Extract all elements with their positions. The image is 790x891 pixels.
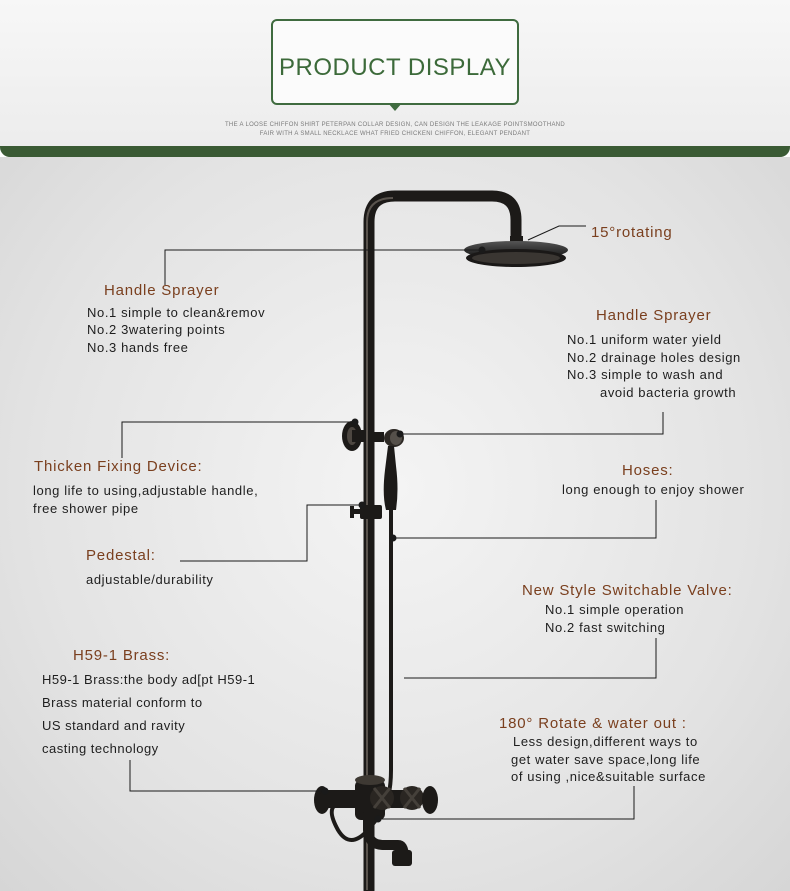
- rotate-line: Less design,different ways to: [513, 734, 698, 749]
- handle-sprayer-right-line: No.1 uniform water yield: [567, 332, 722, 347]
- handle-sprayer-right-line: No.2 drainage holes design: [567, 350, 741, 365]
- hoses-title: Hoses:: [622, 462, 674, 479]
- handle-sprayer-left-line: No.1 simple to clean&remov: [87, 305, 266, 320]
- leader-pedestal: [180, 504, 362, 562]
- rotate-title: 180° Rotate & water out :: [499, 715, 687, 732]
- brass-line: H59-1 Brass:the body ad[pt H59-1: [42, 672, 256, 687]
- fixing-device-line: long life to using,adjustable handle,: [33, 483, 259, 498]
- pedestal-slider: [350, 505, 382, 519]
- valve-title: New Style Switchable Valve:: [522, 582, 733, 599]
- brass-title: H59-1 Brass:: [73, 647, 171, 664]
- leader-rotate: [378, 786, 635, 820]
- subtitle-line-1: THE A LOOSE CHIFFON SHIRT PETERPAN COLLA…: [224, 122, 566, 128]
- brass-line: US standard and ravity: [42, 718, 186, 733]
- title-box: PRODUCT DISPLAY: [271, 19, 519, 105]
- title-pointer: [388, 103, 402, 111]
- handle-sprayer-left-line: No.2 3watering points: [87, 322, 226, 337]
- leader-hoses: [393, 500, 657, 539]
- leader-valve: [404, 638, 657, 679]
- rotate-line: of using ,nice&suitable surface: [511, 769, 706, 784]
- rotate-line: get water save space,long life: [511, 752, 701, 767]
- wall-fixing-bracket: [342, 421, 366, 451]
- rain-shower-head: [464, 236, 568, 267]
- fixing-device-line: free shower pipe: [33, 501, 139, 516]
- header-divider-bar: [0, 146, 790, 157]
- handle-sprayer-right-line: avoid bacteria growth: [600, 385, 737, 400]
- leader-handle-right: [400, 412, 664, 435]
- tub-spout: [363, 810, 412, 866]
- page-title: PRODUCT DISPLAY: [279, 54, 511, 81]
- leader-handle-left: [164, 249, 482, 285]
- rotating-label: 15°rotating: [591, 224, 673, 241]
- leader-rotating: [527, 225, 586, 241]
- handle-sprayer-left-line: No.3 hands free: [87, 340, 189, 355]
- handle-sprayer-left-title: Handle Sprayer: [104, 282, 220, 299]
- mixer-valve: [314, 775, 438, 820]
- callout-dots: [321, 246, 486, 823]
- subtitle-line-2: FAIR WITH A SMALL NECKLACE WHAT FRIED CH…: [259, 131, 531, 137]
- pedestal-line: adjustable/durability: [86, 572, 214, 587]
- leader-fixing: [121, 421, 355, 458]
- callout-lines: [121, 225, 664, 820]
- handle-sprayer-right-line: No.3 simple to wash and: [567, 367, 724, 382]
- hoses-line: long enough to enjoy shower: [562, 482, 745, 497]
- handle-sprayer-right-title: Handle Sprayer: [596, 307, 712, 324]
- pedestal-title: Pedestal:: [86, 547, 156, 564]
- shower-riser-pipe: [363, 190, 522, 891]
- valve-line: No.2 fast switching: [545, 620, 666, 635]
- brass-line: casting technology: [42, 741, 159, 756]
- leader-brass: [129, 760, 325, 792]
- product-background: [0, 157, 790, 891]
- fixing-device-title: Thicken Fixing Device:: [34, 458, 203, 475]
- brass-line: Brass material conform to: [42, 695, 203, 710]
- hand-sprayer: [370, 429, 404, 510]
- valve-line: No.1 simple operation: [545, 602, 685, 617]
